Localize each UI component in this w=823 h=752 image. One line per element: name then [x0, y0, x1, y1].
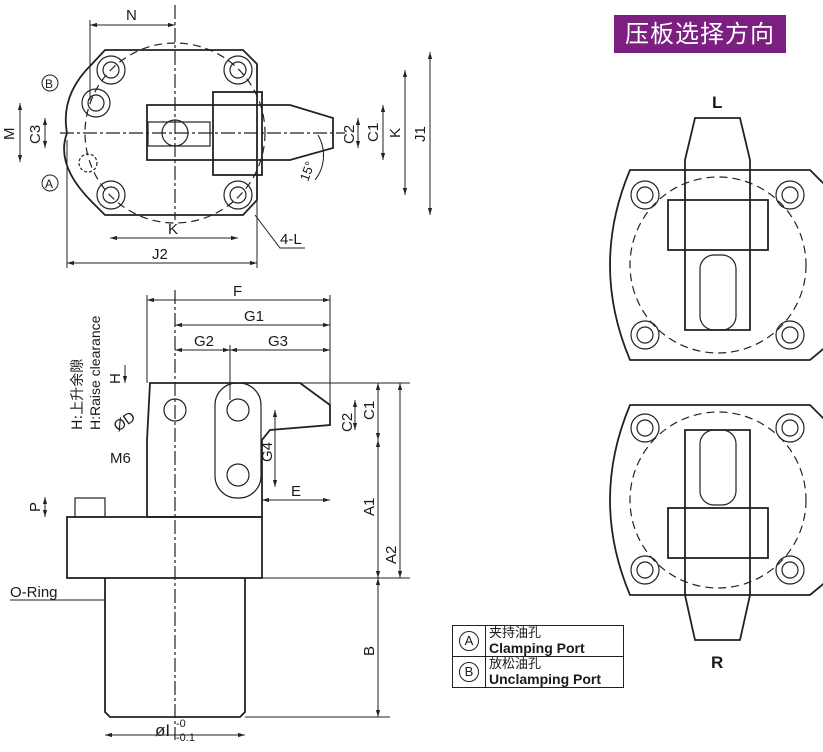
marker-A: A	[45, 177, 53, 191]
legend-en: Clamping Port	[489, 640, 585, 656]
dim-D: ØD	[111, 408, 139, 435]
legend-cn: 夹持油孔	[489, 626, 542, 641]
legend-cn: 放松油孔	[489, 657, 542, 672]
dim-A2: A2	[383, 546, 400, 564]
direction-view-left	[609, 117, 823, 361]
dim-4L: 4-L	[280, 231, 302, 248]
dim-K-horizontal: K	[168, 221, 178, 238]
dimension-lines	[17, 20, 433, 268]
dim-E: E	[291, 483, 301, 500]
dim-O-ring: O-Ring	[10, 584, 58, 601]
top-view	[17, 5, 433, 268]
legend-symbol: B	[459, 662, 479, 682]
dim-H: H	[107, 373, 124, 384]
dim-C2-side: C2	[339, 413, 356, 432]
dim-M6: M6	[110, 450, 131, 467]
clearance-label-cn: H:上升余隙	[69, 359, 86, 430]
dim-F: F	[233, 283, 242, 300]
dim-A1: A1	[361, 498, 378, 516]
side-view	[10, 290, 410, 740]
marker-B: B	[45, 77, 53, 91]
legend-symbol: A	[459, 631, 479, 651]
dim-I: øI	[155, 721, 170, 740]
clearance-label-en: H:Raise clearance	[87, 315, 103, 430]
dim-G1: G1	[244, 308, 264, 325]
direction-title: 压板选择方向	[614, 15, 786, 53]
dim-angle: 15°	[297, 159, 318, 183]
dim-K-vertical: K	[387, 128, 404, 138]
dim-B: B	[361, 646, 378, 656]
dim-G2: G2	[194, 333, 214, 350]
dim-N: N	[126, 7, 137, 24]
dim-C3: C3	[27, 125, 44, 144]
dim-C2-top: C2	[341, 125, 358, 144]
dim-C1-side: C1	[361, 401, 378, 420]
direction-label-L: L	[712, 93, 722, 112]
dim-G4: G4	[259, 442, 276, 462]
direction-label-R: R	[711, 653, 723, 672]
dimension-lines	[10, 295, 410, 738]
dim-J1: J1	[412, 126, 429, 142]
tolerance-lower: -0.1	[176, 732, 195, 744]
dim-P: P	[27, 502, 44, 512]
dim-M: M	[1, 128, 18, 141]
dim-G3: G3	[268, 333, 288, 350]
dim-J2: J2	[152, 246, 168, 263]
tolerance-upper: -0	[176, 718, 186, 730]
direction-view-right	[609, 404, 823, 641]
legend-en: Unclamping Port	[489, 671, 602, 687]
dim-C1-top: C1	[365, 123, 382, 142]
